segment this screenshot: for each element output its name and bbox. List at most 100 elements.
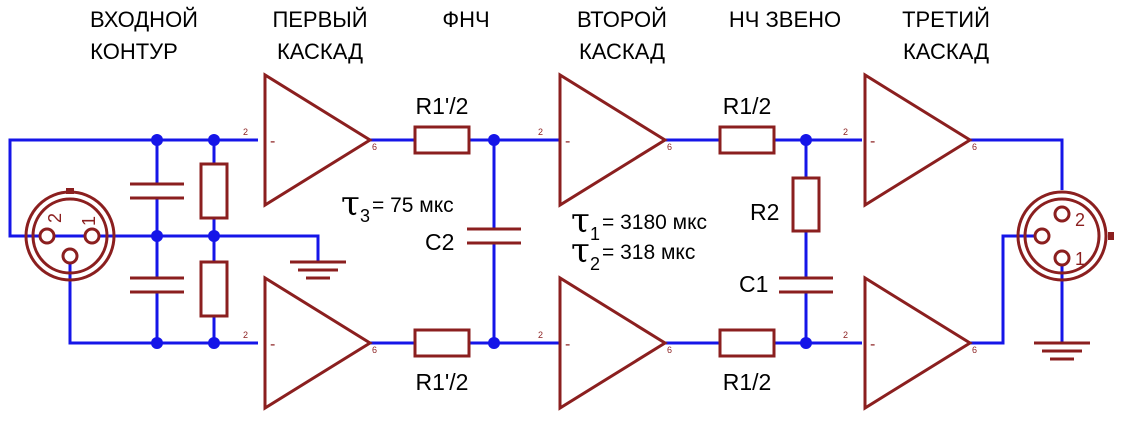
junction-dot <box>151 230 163 242</box>
header-third-stage-line1: ТРЕТИЙ <box>902 7 990 32</box>
op-amp-triangle <box>263 275 373 411</box>
junction-dot <box>208 134 220 146</box>
component-labels: R1'/2 R1'/2 R1/2 R1/2 C2 R2 C1 <box>416 93 780 395</box>
resistor-r1-top <box>718 125 776 155</box>
op-amp-triangle <box>558 275 668 411</box>
connector-pin <box>1053 249 1071 267</box>
ground-symbol-output <box>1034 341 1090 361</box>
tau3-value: = 75 мкс <box>372 194 454 217</box>
first-stage-amplifiers <box>263 72 373 411</box>
resistor-body <box>199 260 229 318</box>
header-input-contour-line2: КОНТУР <box>90 39 178 64</box>
amp-inverting-mark: - <box>270 133 275 150</box>
time-constant-tau3: τ 3 = 75 мкс <box>341 184 454 226</box>
connector-pin-label: 1 <box>79 216 99 226</box>
amp-input-pin: 2 <box>538 127 543 137</box>
op-amp-triangle <box>558 72 668 208</box>
amp-inverting-mark: - <box>565 336 570 353</box>
input-capacitors <box>130 182 184 294</box>
amp-input-pin: 2 <box>538 330 543 340</box>
amp-output-pin: 6 <box>372 345 377 355</box>
third-stage-amplifiers <box>863 72 973 411</box>
header-third-stage-line2: КАСКАД <box>903 39 989 64</box>
wire-input-pin1-to-bottom-rail <box>68 256 258 345</box>
resistor-body <box>199 162 229 220</box>
connector-inner-ring <box>31 197 109 275</box>
amp-inverting-mark: - <box>870 336 875 353</box>
op-amp-triangle <box>263 72 373 208</box>
op-amp-triangle <box>863 275 973 411</box>
label-r1-top: R1/2 <box>723 93 772 119</box>
capacitor-c1 <box>779 276 833 294</box>
stage-headers: ВХОДНОЙ КОНТУР ПЕРВЫЙ КАСКАД ФНЧ ВТОРОЙ … <box>90 7 990 64</box>
header-second-stage-line1: ВТОРОЙ <box>577 7 667 32</box>
wire-third-stage-top-out <box>970 138 1064 190</box>
capacitor-c2 <box>467 227 521 245</box>
junction-dot <box>488 134 500 146</box>
resistor-r2 <box>791 176 821 233</box>
amp-input-pin: 2 <box>843 330 848 340</box>
connector-pin-label: 2 <box>45 213 65 223</box>
junction-dots <box>151 134 812 349</box>
header-first-stage-line1: ПЕРВЫЙ <box>272 7 367 32</box>
wire-third-stage-bottom-out <box>970 234 1042 345</box>
amp-output-pin: 6 <box>372 142 377 152</box>
junction-dot <box>208 230 220 242</box>
header-second-stage-line2: КАСКАД <box>579 39 665 64</box>
junction-dot <box>800 134 812 146</box>
connector-key <box>1108 232 1114 240</box>
amp-inverting-mark: - <box>565 133 570 150</box>
connector-pin <box>1033 227 1051 245</box>
connector-pin <box>61 247 79 265</box>
ground-symbol-input <box>290 260 346 280</box>
tau2-symbol: τ <box>571 231 590 271</box>
label-r1prime-top: R1'/2 <box>416 93 469 119</box>
wires <box>8 138 1064 345</box>
connector-inner-ring <box>1023 197 1101 275</box>
tau2-subscript: 2 <box>590 254 600 274</box>
connector-pin <box>38 227 56 245</box>
amp-inverting-mark: - <box>270 336 275 353</box>
junction-dot <box>151 134 163 146</box>
label-c2: C2 <box>425 229 454 255</box>
tau3-subscript: 3 <box>360 206 370 226</box>
amp-input-pin: 2 <box>243 330 248 340</box>
wire-ground-rail <box>40 234 320 262</box>
connector-pin <box>1053 205 1071 223</box>
amplifier-pin-labels: 2 6 - 2 6 - 2 6 - 2 6 - 2 6 - 2 6 - <box>243 127 977 355</box>
tau3-symbol: τ <box>341 184 360 224</box>
resistor-r1prime-top <box>413 125 471 155</box>
label-r1-bottom: R1/2 <box>723 369 772 395</box>
resistor-r1-bottom <box>718 328 776 358</box>
junction-dot <box>208 337 220 349</box>
time-constant-tau2: τ 2 = 318 мкс <box>571 231 695 274</box>
tau1-subscript: 1 <box>590 224 600 244</box>
junction-dot <box>151 337 163 349</box>
header-lf-link: НЧ ЗВЕНО <box>729 7 841 32</box>
connector-key <box>66 188 74 194</box>
amp-input-pin: 2 <box>843 127 848 137</box>
amp-inverting-mark: - <box>870 133 875 150</box>
time-constant-tau1: τ 1 = 3180 мкс <box>571 201 707 244</box>
amp-output-pin: 6 <box>972 345 977 355</box>
resistor-r1prime-bottom <box>413 328 471 358</box>
amp-output-pin: 6 <box>667 142 672 152</box>
input-xlr-connector: 2 1 <box>24 188 116 282</box>
connector-pin-label: 1 <box>1075 249 1085 269</box>
tau1-symbol: τ <box>571 201 590 241</box>
tau1-value: = 3180 мкс <box>602 211 707 234</box>
header-input-contour-line1: ВХОДНОЙ <box>90 7 198 32</box>
second-stage-amplifiers <box>558 72 668 411</box>
tau2-value: = 318 мкс <box>602 241 695 264</box>
connector-outer-ring <box>1016 190 1108 282</box>
header-lpf: ФНЧ <box>442 7 489 32</box>
connector-pin-label: 2 <box>1075 210 1085 230</box>
label-c1: C1 <box>739 271 768 297</box>
amp-input-pin: 2 <box>243 127 248 137</box>
header-first-stage-line2: КАСКАД <box>277 39 363 64</box>
junction-dot <box>488 337 500 349</box>
amp-output-pin: 6 <box>972 142 977 152</box>
series-resistors <box>413 125 821 358</box>
connector-pin <box>83 227 101 245</box>
